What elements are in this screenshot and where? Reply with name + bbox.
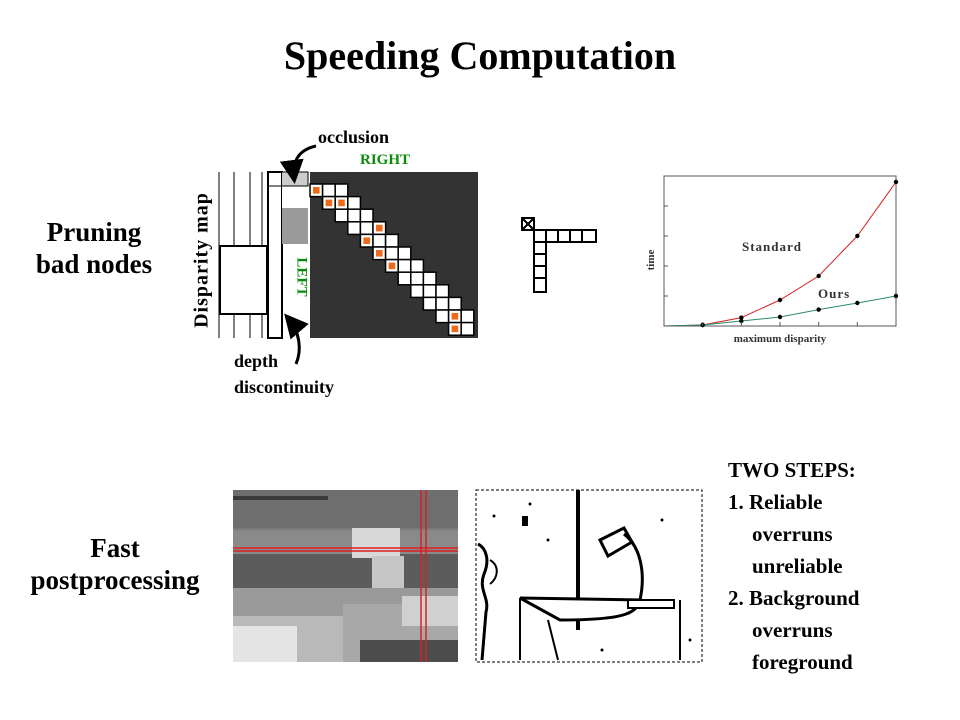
data-point-ours (816, 307, 821, 312)
highlighted-node (363, 237, 370, 244)
data-point-standard (739, 315, 744, 320)
steps-title: TWO STEPS: (728, 458, 856, 482)
highlighted-node (451, 313, 459, 320)
slide-title: Speeding Computation (283, 33, 677, 78)
highlighted-node (313, 187, 320, 194)
disparity-strip (267, 171, 309, 339)
highlighted-node (376, 250, 383, 257)
postprocess-heading-line1: Fast (90, 533, 140, 563)
data-point-standard (777, 297, 783, 303)
highlighted-node (338, 199, 345, 207)
grid-cell (460, 321, 475, 336)
highlighted-node (325, 199, 333, 207)
step1-line3: unreliable (752, 554, 843, 578)
disparity-map-lines (218, 172, 268, 338)
postprocess-heading: Fast postprocessing (0, 532, 230, 596)
data-point-standard (816, 273, 821, 279)
data-point-standard (893, 179, 899, 185)
pruned-node-shape (521, 217, 597, 293)
depth-label: depth (234, 351, 279, 371)
highlighted-node (376, 224, 383, 232)
occlusion-label: occlusion (318, 127, 390, 147)
step1-line2: overruns (752, 522, 833, 546)
data-point-ours (855, 300, 860, 306)
step2-line3: foreground (752, 650, 853, 674)
two-steps-list: TWO STEPS: 1. Reliable overruns unreliab… (728, 454, 860, 678)
series-label-standard: Standard (742, 239, 803, 254)
chart-xlabel: maximum disparity (733, 333, 827, 345)
pruning-heading-line2: bad nodes (35, 249, 153, 279)
occlusion-arrow (279, 144, 317, 184)
grid-cells (309, 183, 475, 336)
highlighted-node (451, 325, 459, 333)
step2-line1: 2. Background (728, 586, 860, 610)
data-point-ours (777, 314, 783, 320)
right-label: RIGHT (360, 152, 411, 168)
data-point-ours (893, 293, 899, 299)
step1-line1: 1. Reliable (728, 490, 823, 514)
depth-arrow (284, 313, 309, 365)
postprocess-heading-line2: postprocessing (30, 565, 200, 595)
highlighted-node (388, 262, 396, 270)
series-label-ours: Ours (818, 286, 851, 301)
discontinuity-label: discontinuity (234, 377, 335, 397)
step2-line2: overruns (752, 618, 833, 642)
pruning-heading: Pruning bad nodes (14, 216, 174, 280)
data-point-ours (739, 318, 744, 324)
pruning-heading-line1: Pruning (46, 217, 142, 247)
data-point-standard (855, 233, 860, 239)
